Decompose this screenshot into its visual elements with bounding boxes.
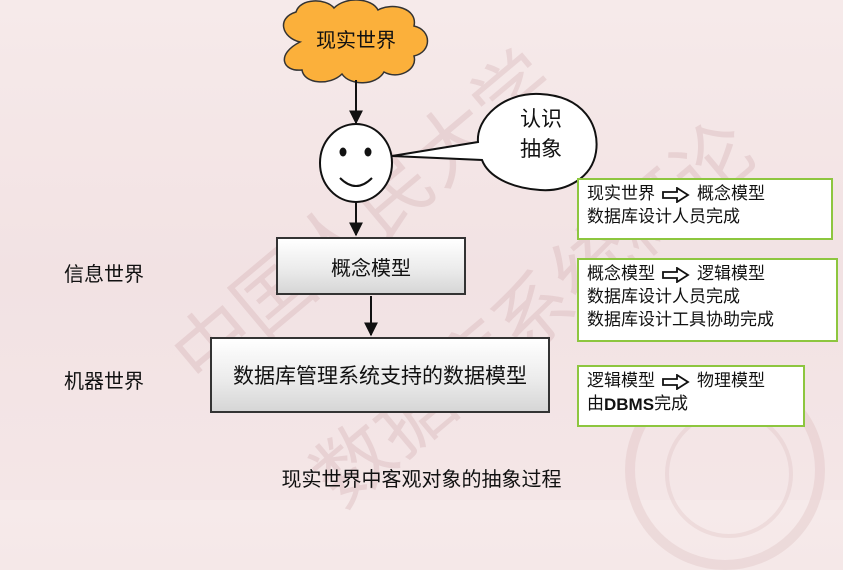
note-3-suffix: 完成 bbox=[654, 394, 689, 414]
smiley-face-icon bbox=[319, 123, 393, 203]
hollow-right-arrow-icon bbox=[662, 373, 690, 390]
hollow-right-arrow-icon bbox=[662, 186, 690, 203]
note-2-line-2: 数据库设计工具协助完成 bbox=[587, 310, 774, 330]
dbms-model-box: 数据库管理系统支持的数据模型 bbox=[210, 337, 550, 413]
note-real-to-conceptual: 现实世界 概念模型 数据库设计人员完成 bbox=[577, 178, 833, 240]
note-3-transition: 逻辑模型 物理模型 bbox=[587, 370, 795, 393]
note-3-to: 物理模型 bbox=[697, 371, 765, 391]
diagram-graphics bbox=[282, 0, 598, 337]
conceptual-model-box: 概念模型 bbox=[276, 237, 466, 295]
info-world-label: 信息世界 bbox=[64, 262, 144, 286]
speech-bubble-line2: 抽象 bbox=[520, 137, 562, 161]
cloud-label: 现实世界 bbox=[316, 28, 396, 52]
note-1-to: 概念模型 bbox=[697, 184, 765, 204]
slide: 中国人民大学 数据库系统概论 现实世界 bbox=[64, 0, 838, 570]
note-2-from: 概念模型 bbox=[587, 264, 655, 284]
note-2-line-1: 数据库设计人员完成 bbox=[587, 287, 740, 307]
note-2-to: 逻辑模型 bbox=[697, 264, 765, 284]
dbms-model-label: 数据库管理系统支持的数据模型 bbox=[233, 364, 527, 388]
note-conceptual-to-logical: 概念模型 逻辑模型 数据库设计人员完成 数据库设计工具协助完成 bbox=[577, 258, 838, 342]
diagram-caption: 现实世界中客观对象的抽象过程 bbox=[281, 467, 562, 491]
conceptual-model-label: 概念模型 bbox=[331, 255, 411, 280]
note-1-line: 数据库设计人员完成 bbox=[587, 207, 740, 227]
speech-bubble-text: 认识 抽象 bbox=[496, 104, 586, 164]
cloud-shape bbox=[282, 0, 429, 84]
note-3-prefix: 由 bbox=[587, 394, 604, 414]
hollow-right-arrow-icon bbox=[662, 266, 690, 283]
note-1-from: 现实世界 bbox=[587, 184, 655, 204]
note-3-from: 逻辑模型 bbox=[587, 371, 655, 391]
note-3-dbms: DBMS bbox=[604, 395, 655, 414]
machine-world-label: 机器世界 bbox=[64, 369, 144, 393]
speech-bubble-line1: 认识 bbox=[520, 107, 562, 131]
note-2-transition: 概念模型 逻辑模型 bbox=[587, 263, 828, 286]
note-1-transition: 现实世界 概念模型 bbox=[587, 183, 823, 206]
speech-bubble-shape bbox=[391, 92, 598, 192]
